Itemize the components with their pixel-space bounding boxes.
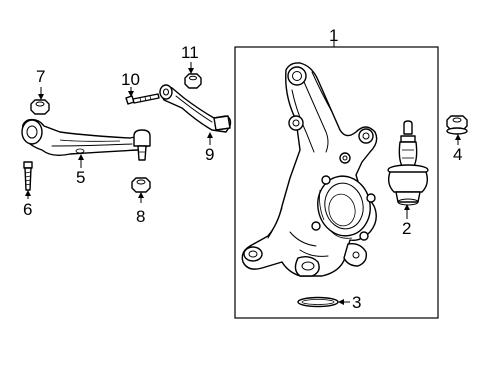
callout-11-arrowhead bbox=[188, 68, 194, 74]
callout-5-arrowhead bbox=[78, 154, 84, 160]
assembly-frame bbox=[234, 46, 439, 319]
steering-knuckle bbox=[241, 62, 378, 277]
callout-2: 2 bbox=[402, 219, 412, 238]
callout-7-arrowhead bbox=[38, 94, 44, 100]
callout-4-arrowhead bbox=[455, 134, 461, 140]
callout-8: 8 bbox=[136, 207, 146, 226]
callout-4: 4 bbox=[453, 145, 463, 164]
ball-joint bbox=[387, 120, 429, 206]
nut-8 bbox=[131, 177, 151, 193]
bolt-10 bbox=[125, 93, 160, 105]
callout-9-arrowhead bbox=[207, 132, 213, 138]
callout-6-arrowhead bbox=[25, 190, 31, 196]
callout-1: 1 bbox=[329, 26, 339, 45]
nut-11 bbox=[184, 73, 202, 89]
callout-10-arrowhead bbox=[128, 91, 134, 97]
upper-link bbox=[159, 84, 232, 133]
callout-7: 7 bbox=[36, 67, 46, 86]
callout-3: 3 bbox=[352, 293, 362, 312]
bolt-6 bbox=[23, 161, 33, 191]
snap-ring bbox=[297, 296, 339, 308]
nut-7 bbox=[30, 99, 50, 115]
lower-control-arm bbox=[21, 118, 151, 161]
callout-2-arrowhead bbox=[404, 204, 410, 210]
nut-4 bbox=[446, 115, 468, 135]
callout-5: 5 bbox=[76, 168, 86, 187]
callout-6: 6 bbox=[23, 200, 33, 219]
callout-11: 11 bbox=[181, 43, 199, 62]
callout-9: 9 bbox=[205, 145, 215, 164]
callout-10: 10 bbox=[121, 70, 140, 89]
callout-8-arrowhead bbox=[138, 192, 144, 198]
callout-3-arrowhead bbox=[338, 299, 344, 305]
